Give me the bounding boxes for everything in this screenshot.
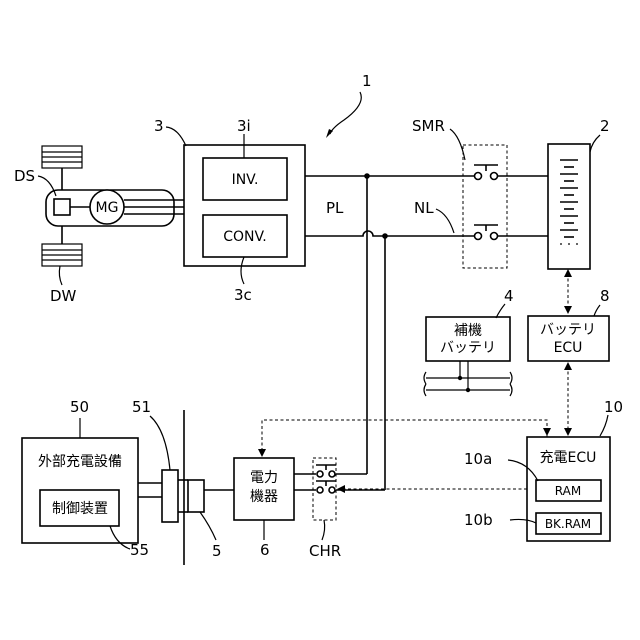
power-device-ref: 6	[260, 541, 270, 559]
bkram-label: BK.RAM	[545, 517, 591, 531]
aux-bus	[424, 361, 512, 396]
battery-ref: 2	[600, 117, 610, 135]
ram-ref: 10a	[464, 450, 492, 468]
dw-label: DW	[50, 287, 77, 305]
power-device-line1: 電力	[250, 470, 278, 486]
battery-ecu-line2: ECU	[554, 340, 583, 356]
battery-ecu-ref: 8	[600, 287, 610, 305]
mg-label: MG	[96, 200, 119, 216]
aux-battery-line1: 補機	[454, 323, 482, 339]
inlet-ref: 5	[212, 542, 222, 560]
connector-block	[162, 470, 178, 522]
pl-label: PL	[326, 199, 344, 217]
external-equipment-ref: 50	[70, 398, 89, 416]
smr-relay-negative	[474, 225, 498, 240]
power-device-line2: 機器	[250, 489, 278, 505]
control-line-ecu-to-power-device	[262, 420, 547, 452]
main-battery	[548, 144, 590, 269]
chr-relay-negative	[316, 481, 336, 493]
controller-ref: 55	[130, 541, 149, 559]
bkram-ref: 10b	[464, 511, 493, 529]
conv-label: CONV.	[223, 229, 267, 245]
inlet-block	[188, 480, 204, 512]
nl-label: NL	[414, 199, 434, 217]
conv-ref: 3c	[234, 286, 252, 304]
ds-label: DS	[14, 167, 35, 185]
smr-relay-box	[463, 145, 507, 268]
charge-ecu-label: 充電ECU	[540, 450, 597, 466]
ram-label: RAM	[555, 484, 581, 498]
inv-label: INV.	[232, 172, 259, 188]
connector-ref: 51	[132, 398, 151, 416]
negative-line	[305, 231, 474, 236]
system-ref: 1	[362, 72, 372, 90]
chr-label: CHR	[309, 542, 341, 560]
aux-battery-ref: 4	[504, 287, 514, 305]
inv-ref: 3i	[237, 117, 251, 135]
pcu-ref: 3	[154, 117, 164, 135]
controller-label: 制御装置	[52, 501, 108, 517]
chr-relay-positive	[316, 465, 336, 477]
battery-ecu-line1: バッテリ	[540, 322, 596, 338]
smr-label: SMR	[412, 117, 445, 135]
smr-relay-positive	[474, 165, 498, 180]
external-equipment-label: 外部充電設備	[38, 454, 122, 470]
differential	[54, 199, 70, 215]
charge-ecu-ref: 10	[604, 398, 623, 416]
aux-battery-line2: バッテリ	[440, 340, 496, 356]
